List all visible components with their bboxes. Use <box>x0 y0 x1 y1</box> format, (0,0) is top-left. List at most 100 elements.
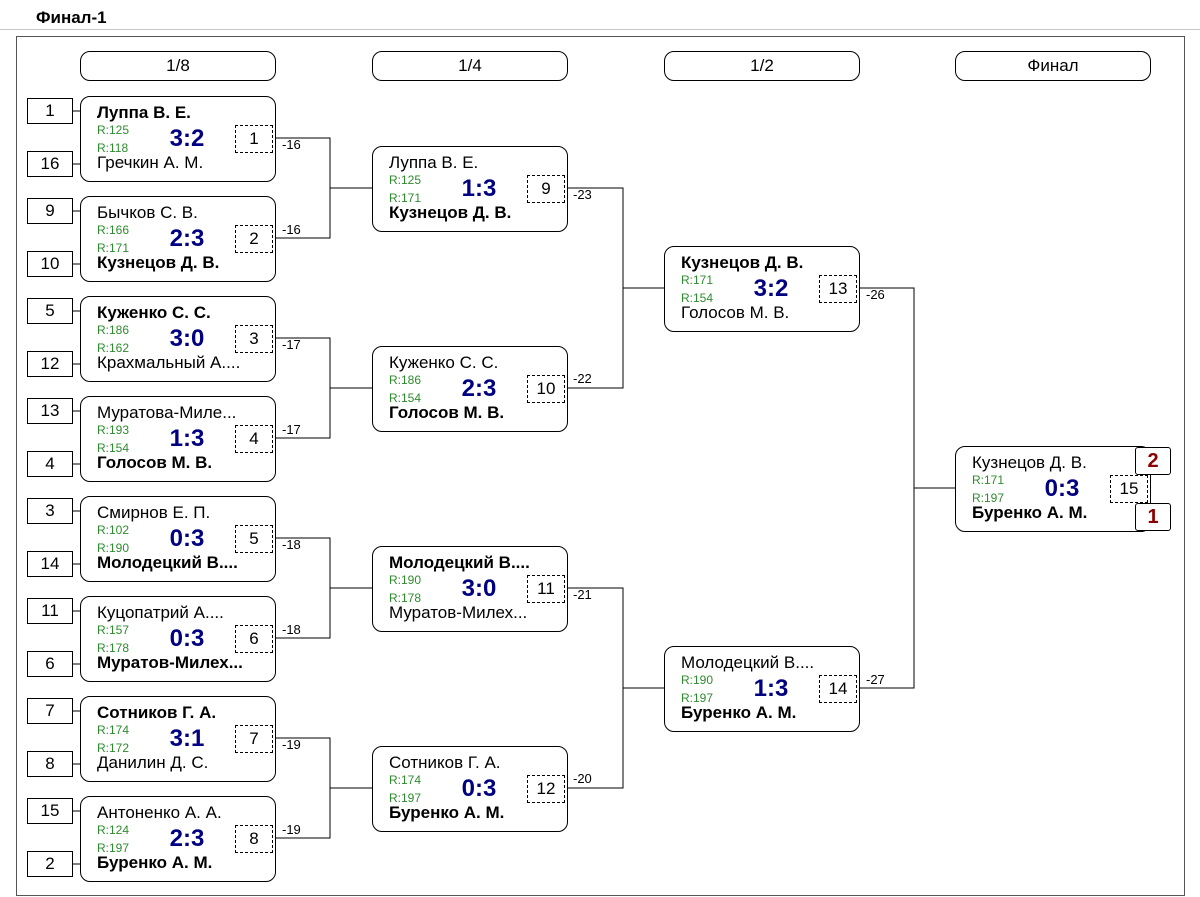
seed-box: 15 <box>27 798 73 824</box>
loser-destination: -18 <box>282 537 301 552</box>
match-card[interactable]: Сотников Г. А. R:174 3:1 7 R:172 Данилин… <box>80 696 276 782</box>
player-1-rating: R:174 <box>389 773 422 787</box>
player-1-name: Куженко С. С. <box>97 303 211 322</box>
player-2-name: Муратов-Милех... <box>97 653 243 672</box>
match-score: 0:3 <box>461 775 497 802</box>
player-2-name: Кузнецов Д. В. <box>389 203 512 222</box>
match-card[interactable]: Луппа В. Е. R:125 3:2 1 R:118 Гречкин А.… <box>80 96 276 182</box>
player-1-name: Кузнецов Д. В. <box>972 453 1087 472</box>
match-card[interactable]: Бычков С. В. R:166 2:3 2 R:171 Кузнецов … <box>80 196 276 282</box>
window-title: Финал-1 <box>36 8 107 27</box>
seed-box: 8 <box>27 751 73 777</box>
player-1-name: Сотников Г. А. <box>97 703 217 722</box>
match-score: 3:0 <box>461 575 497 602</box>
seed-box: 10 <box>27 251 73 277</box>
match-number: 15 <box>1110 475 1148 503</box>
loser-destination: -21 <box>573 587 592 602</box>
match-card[interactable]: Муратова-Миле... R:193 1:3 4 R:154 Голос… <box>80 396 276 482</box>
loser-destination: -19 <box>282 737 301 752</box>
match-card[interactable]: Антоненко А. А. R:124 2:3 8 R:197 Буренк… <box>80 796 276 882</box>
player-1-rating: R:102 <box>97 523 130 537</box>
player-2-name: Голосов М. В. <box>389 403 505 422</box>
match-score: 2:3 <box>461 375 497 402</box>
loser-destination: -17 <box>282 422 301 437</box>
player-1-rating: R:125 <box>97 123 130 137</box>
player-1-name: Молодецкий В.... <box>389 553 530 572</box>
player-2-rating: R:197 <box>97 841 130 855</box>
match-number: 2 <box>235 225 273 253</box>
player-2-name: Крахмальный А.... <box>97 353 241 372</box>
round-header-1-4: 1/4 <box>372 51 568 81</box>
match-score: 3:0 <box>169 325 205 352</box>
round-header-1-8: 1/8 <box>80 51 276 81</box>
player-2-rating: R:197 <box>972 491 1005 505</box>
loser-destination: -22 <box>573 371 592 386</box>
place-badge-first: 1 <box>1135 503 1171 531</box>
player-1-rating: R:125 <box>389 173 422 187</box>
player-2-rating: R:178 <box>389 591 422 605</box>
match-score: 1:3 <box>753 675 789 702</box>
player-2-rating: R:162 <box>97 341 130 355</box>
match-number: 12 <box>527 775 565 803</box>
match-number: 11 <box>527 575 565 603</box>
player-2-name: Молодецкий В.... <box>97 553 238 572</box>
player-2-name: Данилин Д. С. <box>97 753 209 772</box>
match-number: 8 <box>235 825 273 853</box>
player-2-rating: R:154 <box>97 441 130 455</box>
player-1-name: Луппа В. Е. <box>97 103 191 122</box>
player-1-rating: R:171 <box>681 273 714 287</box>
player-1-name: Антоненко А. А. <box>97 803 222 822</box>
match-card[interactable]: Смирнов Е. П. R:102 0:3 5 R:190 Молодецк… <box>80 496 276 582</box>
player-2-rating: R:118 <box>97 141 129 155</box>
final-match-card[interactable]: Кузнецов Д. В. R:171 0:3 15 R:197 Буренк… <box>955 446 1151 532</box>
player-1-rating: R:186 <box>389 373 422 387</box>
loser-destination: -23 <box>573 187 592 202</box>
seed-box: 1 <box>27 98 73 124</box>
match-number: 4 <box>235 425 273 453</box>
player-2-name: Буренко А. М. <box>389 803 505 822</box>
match-score: 3:2 <box>169 125 205 152</box>
match-card[interactable]: Кузнецов Д. В. R:171 3:2 13 R:154 Голосо… <box>664 246 860 332</box>
seed-box: 16 <box>27 151 73 177</box>
player-1-rating: R:171 <box>972 473 1005 487</box>
match-card[interactable]: Молодецкий В.... R:190 3:0 11 R:178 Мура… <box>372 546 568 632</box>
loser-destination: -19 <box>282 822 301 837</box>
match-number: 1 <box>235 125 273 153</box>
match-card[interactable]: Луппа В. Е. R:125 1:3 9 R:171 Кузнецов Д… <box>372 146 568 232</box>
match-card[interactable]: Куженко С. С. R:186 2:3 10 R:154 Голосов… <box>372 346 568 432</box>
match-score: 1:3 <box>461 175 497 202</box>
match-card[interactable]: Сотников Г. А. R:174 0:3 12 R:197 Буренк… <box>372 746 568 832</box>
seed-box: 5 <box>27 298 73 324</box>
title-bar: Финал-1 <box>0 0 1200 30</box>
round-header-1-2: 1/2 <box>664 51 860 81</box>
player-2-name: Гречкин А. М. <box>97 153 204 172</box>
match-number: 14 <box>819 675 857 703</box>
seed-box: 12 <box>27 351 73 377</box>
loser-destination: -26 <box>866 287 885 302</box>
seed-box: 11 <box>27 598 73 624</box>
match-score: 2:3 <box>169 825 205 852</box>
match-card[interactable]: Молодецкий В.... R:190 1:3 14 R:197 Буре… <box>664 646 860 732</box>
player-1-rating: R:174 <box>97 723 130 737</box>
player-2-rating: R:197 <box>681 691 714 705</box>
player-1-name: Смирнов Е. П. <box>97 503 211 522</box>
seed-box: 3 <box>27 498 73 524</box>
match-number: 13 <box>819 275 857 303</box>
player-1-rating: R:166 <box>97 223 130 237</box>
match-card[interactable]: Куженко С. С. R:186 3:0 3 R:162 Крахмаль… <box>80 296 276 382</box>
loser-destination: -16 <box>282 222 301 237</box>
player-2-rating: R:154 <box>681 291 714 305</box>
seed-box: 9 <box>27 198 73 224</box>
match-card[interactable]: Куцопатрий А.... R:157 0:3 6 R:178 Мурат… <box>80 596 276 682</box>
match-score: 0:3 <box>1044 475 1080 502</box>
player-2-rating: R:178 <box>97 641 130 655</box>
seed-box: 4 <box>27 451 73 477</box>
match-score: 3:1 <box>169 725 205 752</box>
match-number: 10 <box>527 375 565 403</box>
player-1-name: Куцопатрий А.... <box>97 603 224 622</box>
loser-destination: -20 <box>573 771 592 786</box>
player-1-rating: R:190 <box>389 573 422 587</box>
match-score: 2:3 <box>169 225 205 252</box>
player-1-name: Сотников Г. А. <box>389 753 501 772</box>
seed-box: 14 <box>27 551 73 577</box>
